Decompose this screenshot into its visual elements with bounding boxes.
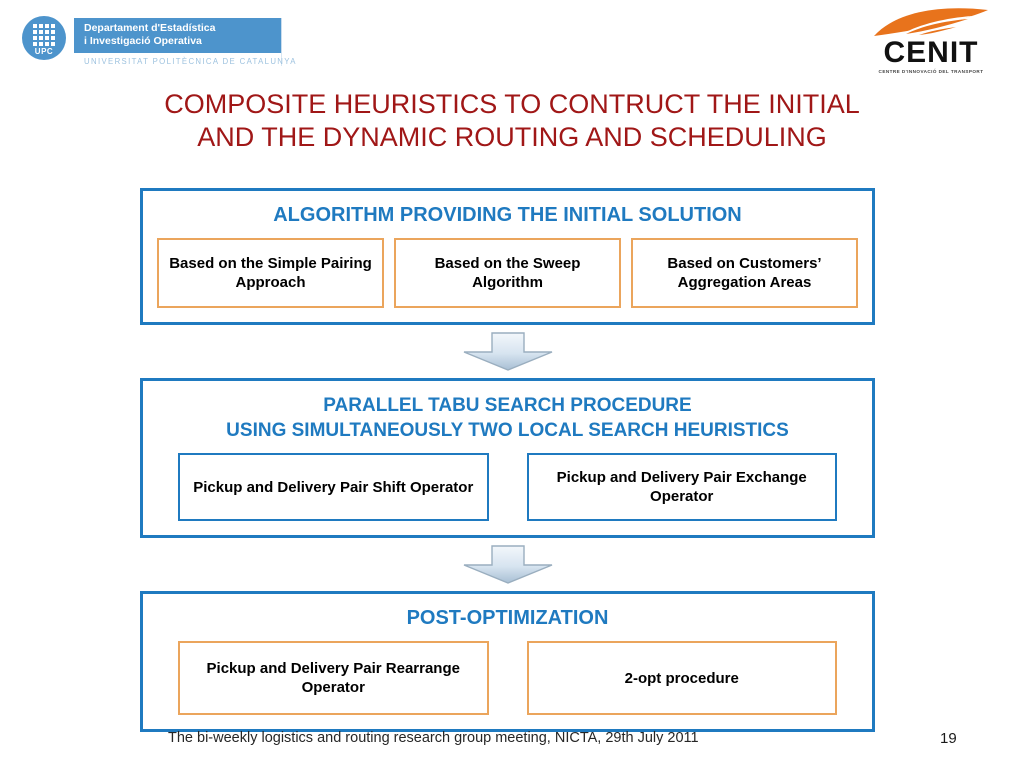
stage-1-box-row: Based on the Simple Pairing Approach Bas… [157, 238, 858, 308]
stage-parallel-tabu-search: PARALLEL TABU SEARCH PROCEDURE USING SIM… [140, 378, 875, 538]
upc-university-line: UNIVERSITAT POLITÈCNICA DE CATALUNYA [74, 53, 295, 66]
stage-1-box-aggregation-areas[interactable]: Based on Customers’ Aggregation Areas [631, 238, 858, 308]
stage-3-box-rearrange-operator[interactable]: Pickup and Delivery Pair Rearrange Opera… [178, 641, 489, 715]
flow-diagram: ALGORITHM PROVIDING THE INITIAL SOLUTION… [140, 188, 875, 732]
upc-logo: UPC Departament d'Estadística i Investig… [22, 16, 295, 66]
page-number: 19 [940, 730, 957, 747]
upc-department-line-1: Departament d'Estadística [84, 22, 216, 34]
stage-3-box-row: Pickup and Delivery Pair Rearrange Opera… [178, 641, 837, 715]
upc-circle-icon: UPC [22, 16, 66, 60]
stage-3-heading: POST-OPTIMIZATION [406, 607, 609, 629]
stage-post-optimization: POST-OPTIMIZATION Pickup and Delivery Pa… [140, 591, 875, 732]
stage-2-heading-line-2: USING SIMULTANEOUSLY TWO LOCAL SEARCH HE… [226, 420, 789, 441]
stage-2-box-row: Pickup and Delivery Pair Shift Operator … [178, 453, 837, 521]
upc-department-banner: Departament d'Estadística i Investigació… [74, 18, 282, 53]
connector-arrow-2-wrap [140, 538, 875, 591]
slide-title: COMPOSITE HEURISTICS TO CONTRUCT THE INI… [50, 88, 974, 154]
upc-text-block: Departament d'Estadística i Investigació… [74, 16, 295, 66]
stage-1-box-sweep-algorithm[interactable]: Based on the Sweep Algorithm [394, 238, 621, 308]
stage-2-heading-line-1: PARALLEL TABU SEARCH PROCEDURE [323, 395, 692, 416]
cenit-logo: CENIT CENTRE D'INNOVACIÓ DEL TRANSPORT [856, 8, 1006, 74]
stage-2-box-shift-operator[interactable]: Pickup and Delivery Pair Shift Operator [178, 453, 489, 521]
cenit-tagline: CENTRE D'INNOVACIÓ DEL TRANSPORT [878, 69, 984, 74]
slide-title-line-1: COMPOSITE HEURISTICS TO CONTRUCT THE INI… [164, 89, 860, 119]
down-arrow-icon [463, 332, 552, 371]
cenit-swoosh-icon [874, 8, 988, 36]
stage-2-box-exchange-operator[interactable]: Pickup and Delivery Pair Exchange Operat… [526, 453, 837, 521]
stage-initial-solution: ALGORITHM PROVIDING THE INITIAL SOLUTION… [140, 188, 875, 325]
down-arrow-icon [463, 545, 552, 584]
connector-arrow-1-wrap [140, 325, 875, 378]
stage-3-box-2opt-procedure[interactable]: 2-opt procedure [526, 641, 837, 715]
stage-1-heading: ALGORITHM PROVIDING THE INITIAL SOLUTION [273, 204, 742, 226]
upc-department-line-2: i Investigació Operativa [84, 35, 202, 47]
stage-1-box-simple-pairing[interactable]: Based on the Simple Pairing Approach [157, 238, 384, 308]
slide-title-line-2: AND THE DYNAMIC ROUTING AND SCHEDULING [197, 122, 827, 152]
stage-2-heading: PARALLEL TABU SEARCH PROCEDURE USING SIM… [157, 393, 858, 443]
footer-note: The bi-weekly logistics and routing rese… [168, 730, 699, 746]
upc-dot-grid-icon [33, 24, 55, 46]
cenit-wordmark: CENIT [883, 36, 979, 69]
upc-mark-label: UPC [34, 47, 54, 56]
